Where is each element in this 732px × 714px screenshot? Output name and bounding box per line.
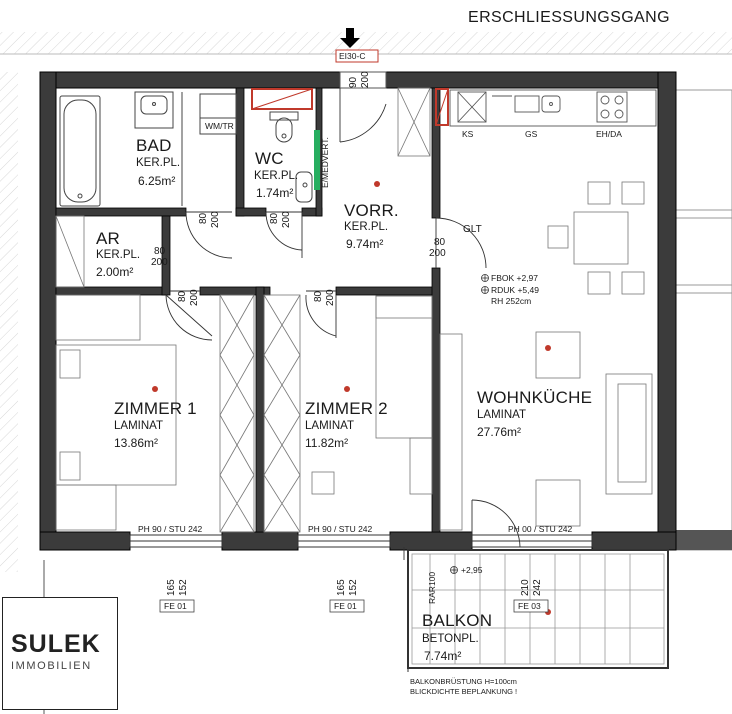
logo-brand: SULEK xyxy=(11,630,101,658)
z2-door-width: 80 xyxy=(313,290,324,302)
room-name-wohn: WOHNKÜCHE xyxy=(477,388,593,407)
wohn-door-height: 200 xyxy=(429,248,446,259)
room-floor-wc: KER.PL. xyxy=(254,170,299,182)
room-area-ar: 2.00m² xyxy=(96,265,134,279)
balcony-note-1: BALKONBRÜSTUNG H=100cm xyxy=(410,677,517,686)
storage-shelf xyxy=(55,215,85,288)
room-floor-ar: KER.PL. xyxy=(96,249,141,261)
fe3-height: 242 xyxy=(532,579,543,596)
dishwasher-label: GS xyxy=(525,129,538,139)
room-name-bad: BAD xyxy=(136,136,172,155)
fe2-tag: FE 01 xyxy=(334,601,357,611)
fe3-width: 210 xyxy=(520,579,531,596)
fe1-tag: FE 01 xyxy=(164,601,187,611)
zimmer2-furniture xyxy=(263,294,433,533)
bad-door-width: 80 xyxy=(198,212,209,224)
rar-label: RAR100 xyxy=(427,571,437,604)
balcony-level-label: +2,95 xyxy=(461,565,483,575)
level-markers xyxy=(450,274,489,574)
windows xyxy=(129,534,593,548)
stove-label: EH/DA xyxy=(596,129,622,139)
fbok-label: FBOK +2,97 xyxy=(491,273,539,283)
media-label: E/MEDVERT. xyxy=(320,137,330,188)
bad-door-height: 200 xyxy=(210,211,221,228)
interior-walls xyxy=(55,87,441,533)
room-area-vorr: 9.74m² xyxy=(346,237,384,251)
entrance-tag-box xyxy=(335,49,379,63)
corridor-label: ERSCHLIESSUNGSGANG xyxy=(468,9,670,26)
room-area-zimmer1: 13.86m² xyxy=(114,436,159,450)
media-distribution-box xyxy=(314,130,320,190)
room-floor-zimmer1: LAMINAT xyxy=(114,420,163,432)
entrance-arrow-icon xyxy=(340,28,360,48)
z1-door-height: 200 xyxy=(189,289,200,306)
dining-set xyxy=(439,181,653,531)
entry-door-height: 200 xyxy=(360,71,371,88)
room-name-zimmer2: ZIMMER 2 xyxy=(305,399,388,418)
fridge-label: KS xyxy=(462,129,474,139)
washer-dryer-label: WM/TR xyxy=(205,121,234,131)
room-floor-balkon: BETONPL. xyxy=(422,633,479,645)
zimmer1-furniture xyxy=(55,294,255,533)
logo-sub: IMMOBILIEN xyxy=(11,660,92,672)
room-name-zimmer1: ZIMMER 1 xyxy=(114,399,197,418)
hall-wardrobe xyxy=(397,87,431,157)
wohn-door-width: 80 xyxy=(434,237,446,248)
window1-sill: PH 90 / STU 242 xyxy=(138,524,203,534)
room-floor-zimmer2: LAMINAT xyxy=(305,420,354,432)
neighbour-wall-right xyxy=(675,89,732,551)
room-name-balkon: BALKON xyxy=(422,611,493,630)
door-swings xyxy=(165,88,521,560)
fe3-tag: FE 03 xyxy=(518,601,541,611)
fe2-height: 152 xyxy=(348,579,359,596)
z1-door-width: 80 xyxy=(177,290,188,302)
balcony-note-2: BLICKDICHTE BEPLANKUNG ! xyxy=(410,687,518,696)
rduk-label: RDUK +5,49 xyxy=(491,285,539,295)
ar-door-width: 80 xyxy=(154,246,166,257)
fe1-height: 152 xyxy=(178,579,189,596)
room-area-balkon: 7.74m² xyxy=(424,649,462,663)
room-height-label: RH 252cm xyxy=(491,296,532,306)
room-name-wc: WC xyxy=(255,149,284,168)
fe1-width: 165 xyxy=(166,579,177,596)
corridor-hatch xyxy=(0,32,732,54)
entry-door-width: 90 xyxy=(348,76,359,88)
room-area-wc: 1.74m² xyxy=(256,186,294,200)
room-name-vorr: VORR. xyxy=(344,201,399,220)
room-name-ar: AR xyxy=(96,229,121,248)
room-area-zimmer2: 11.82m² xyxy=(305,436,349,450)
room-floor-vorr: KER.PL. xyxy=(344,221,389,233)
window-tag-boxes xyxy=(159,599,549,613)
z2-door-height: 200 xyxy=(325,289,336,306)
bathroom-fixtures xyxy=(59,91,313,207)
wc-door-width: 80 xyxy=(269,212,280,224)
window2-sill: PH 90 / STU 242 xyxy=(308,524,373,534)
neighbour-wall-left xyxy=(0,72,18,572)
glt-label: GLT xyxy=(463,224,482,235)
room-area-bad: 6.25m² xyxy=(138,174,176,188)
room-area-wohn: 27.76m² xyxy=(477,425,522,439)
room-floor-bad: KER.PL. xyxy=(136,157,181,169)
shafts xyxy=(251,88,449,126)
wc-door-height: 200 xyxy=(281,211,292,228)
window3-sill: PH 00 / STU 242 xyxy=(508,524,573,534)
entrance-tag: EI30-C xyxy=(339,51,366,61)
ar-door-height: 200 xyxy=(151,257,168,268)
logo: SULEK IMMOBILIEN xyxy=(2,597,118,710)
room-floor-wohn: LAMINAT xyxy=(477,409,526,421)
fe2-width: 165 xyxy=(336,579,347,596)
balcony xyxy=(407,549,669,672)
kitchen-counter xyxy=(449,89,657,127)
